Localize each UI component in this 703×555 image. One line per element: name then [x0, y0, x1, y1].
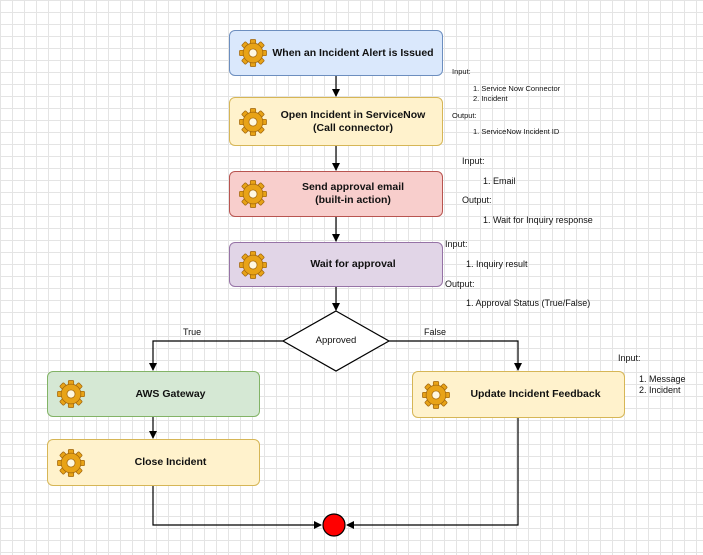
- note-open-input-item: 2. Incident: [473, 94, 508, 103]
- note-wait-output-label: Output:: [445, 279, 475, 289]
- edge-close-to-end: [152, 486, 322, 529]
- node-label: Close Incident: [134, 456, 207, 468]
- node-wait-approval[interactable]: Wait for approval: [229, 242, 443, 287]
- note-email-output-label: Output:: [462, 195, 492, 205]
- decision-diamond: [281, 310, 391, 372]
- note-wait-input-item: 1. Inquiry result: [466, 259, 528, 269]
- node-incident-alert[interactable]: When an Incident Alert is Issued: [229, 30, 443, 76]
- note-wait-input-label: Input:: [445, 239, 468, 249]
- end-circle: [322, 513, 346, 537]
- gear-icon: [239, 107, 267, 136]
- node-label: Update Incident Feedback: [470, 388, 601, 400]
- node-aws-gateway[interactable]: AWS Gateway: [47, 371, 260, 417]
- node-update-feedback[interactable]: Update Incident Feedback: [412, 371, 625, 418]
- decision-label: Approved: [315, 335, 357, 346]
- node-label: Wait for approval: [310, 258, 396, 270]
- node-close-incident[interactable]: Close Incident: [47, 439, 260, 486]
- note-open-output-label: Output:: [452, 111, 477, 120]
- gear-icon: [239, 250, 267, 279]
- note-open-output-item: 1. ServiceNow Incident ID: [473, 127, 560, 136]
- node-label: Open Incident in ServiceNow (Call connec…: [280, 108, 426, 134]
- node-send-email[interactable]: Send approval email (built-in action): [229, 171, 443, 217]
- gear-icon: [239, 180, 267, 208]
- node-open-incident[interactable]: Open Incident in ServiceNow (Call connec…: [229, 97, 443, 146]
- note-email-input-label: Input:: [462, 156, 485, 166]
- note-wait-output-item: 1. Approval Status (True/False): [466, 298, 591, 308]
- gear-icon: [239, 39, 267, 67]
- note-email-output-item: 1. Wait for Inquiry response: [483, 215, 593, 225]
- node-label: AWS Gateway: [135, 387, 206, 400]
- note-open-input-label: Input:: [452, 67, 471, 76]
- note-update-input-item: 2. Incident: [639, 385, 681, 395]
- gear-icon: [57, 380, 85, 408]
- note-update-input-label: Input:: [618, 353, 641, 363]
- note-update-input-item: 1. Message: [639, 374, 686, 384]
- edge-true: [149, 340, 283, 371]
- edge-label-true: True: [183, 327, 202, 337]
- note-open-input-item: 1. Service Now Connector: [473, 84, 561, 93]
- gear-icon: [422, 380, 450, 409]
- edge-label-false: False: [424, 327, 447, 337]
- node-label: Send approval email (built-in action): [301, 181, 405, 206]
- gear-icon: [57, 448, 85, 477]
- edge-update-to-end: [346, 418, 519, 529]
- edge-false: [389, 340, 522, 371]
- note-email-input-item: 1. Email: [483, 176, 516, 186]
- node-label: When an Incident Alert is Issued: [272, 46, 434, 59]
